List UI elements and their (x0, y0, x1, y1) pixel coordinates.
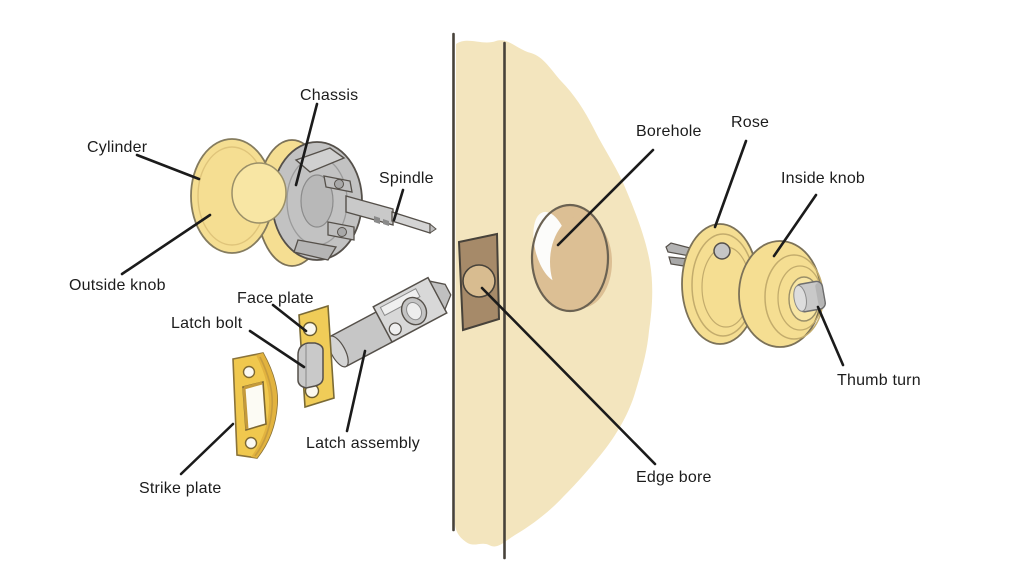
leader-line-latch-assembly (345, 349, 367, 433)
label-strike-plate: Strike plate (139, 480, 222, 497)
label-borehole: Borehole (636, 123, 702, 140)
chassis (271, 141, 363, 261)
edge-bore (457, 232, 501, 332)
leader-line-thumb-turn (816, 305, 845, 367)
cylinder (231, 162, 287, 224)
leader-line-strike-plate (179, 422, 235, 476)
leader-line-face-plate (271, 303, 308, 333)
label-chassis: Chassis (300, 87, 359, 104)
label-spindle: Spindle (379, 170, 434, 187)
label-latch-assembly: Latch assembly (306, 435, 420, 452)
outside-knob-assembly (190, 138, 437, 267)
label-face-plate: Face plate (237, 290, 314, 307)
inside-knob-assembly (665, 223, 826, 348)
leader-line-edge-bore (480, 286, 657, 466)
label-latch-bolt: Latch bolt (171, 315, 243, 332)
leader-line-inside-knob (772, 193, 818, 258)
leader-line-outside-knob (120, 213, 212, 276)
spindle (345, 195, 437, 234)
leader-line-spindle (392, 188, 405, 222)
leader-line-latch-bolt (248, 329, 306, 369)
leader-line-cylinder (135, 153, 201, 181)
latch-bolt (297, 342, 324, 389)
label-inside-knob: Inside knob (781, 170, 866, 187)
leader-line-borehole (556, 148, 655, 247)
strike-plate (232, 352, 279, 459)
label-outside-knob: Outside knob (69, 277, 166, 294)
label-cylinder: Cylinder (87, 139, 148, 156)
leader-line-rose (713, 139, 748, 229)
leader-lines (120, 102, 845, 476)
latch-assembly (297, 276, 452, 409)
door-group (452, 32, 653, 560)
leader-line-chassis (294, 102, 319, 187)
label-edge-bore: Edge bore (636, 469, 712, 486)
outside-knob (190, 138, 287, 254)
thumb-turn (793, 280, 826, 313)
label-rose: Rose (731, 114, 770, 131)
label-thumb-turn: Thumb turn (837, 372, 921, 389)
